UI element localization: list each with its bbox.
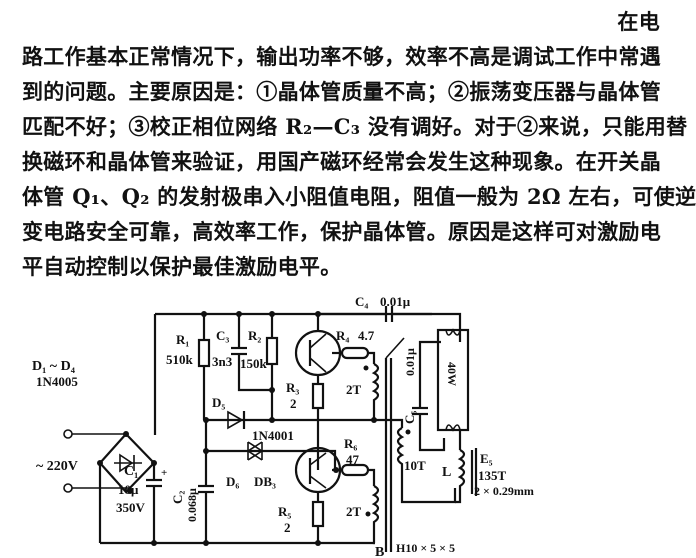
r4-value: 4.7	[358, 328, 375, 343]
r2-value: 150k	[240, 356, 268, 371]
input-voltage-label: ~ 220V	[36, 459, 78, 474]
paragraph-line: 路工作基本正常情况下，输出功率不够，效率不高是调试工作中常遇	[22, 44, 661, 69]
transistor-q2	[294, 446, 342, 502]
core-size: H10 × 5 × 5	[396, 541, 455, 555]
transformer-label: B	[375, 545, 384, 558]
paragraph-line: 变电路安全可靠，高效率工作，保护晶体管。原因是这样可对激励电	[22, 219, 661, 244]
r4-label: R₄	[336, 328, 349, 343]
c2-value: 0.068μ	[185, 488, 199, 522]
paragraph-line: 换磁环和晶体管来验证，用国产磁环经常会发生这种现象。在开关晶	[22, 149, 661, 174]
c1-value: 10μ	[118, 482, 139, 497]
article-paragraph: 在电 路工作基本正常情况下，输出功率不够，效率不高是调试工作中常遇 到的问题。主…	[22, 4, 696, 284]
c1-polarity: +	[161, 467, 167, 479]
c4-label: C₄	[355, 294, 368, 309]
resistor-r4	[340, 346, 376, 364]
r5-value: 2	[284, 520, 291, 535]
rectifier-label: D₁ ~ D₄	[32, 359, 76, 374]
r6-value: 47	[346, 452, 360, 467]
inductor-turns: 135T	[478, 468, 507, 483]
inductor-name: E₅	[480, 451, 493, 466]
winding-primary-turns: 10T	[404, 458, 426, 473]
r1-value: 510k	[166, 352, 194, 367]
ac-input	[63, 429, 130, 493]
r1-label: R₁	[176, 332, 189, 347]
c2-label: C₂	[170, 491, 185, 504]
capacitor-c5	[412, 340, 446, 452]
inductor-label: L	[442, 465, 451, 480]
rectifier-part: 1N4005	[36, 374, 78, 389]
circuit-diagram: ~ 220V D₁ ~ D₄ 1N4005 + C₁ 10μ 350V 0.06…	[32, 294, 534, 558]
r2-label: R₂	[248, 328, 261, 343]
c5-label: C₅	[402, 411, 417, 424]
resistor-r1	[197, 311, 211, 420]
lamp-rating: 40W	[445, 362, 459, 386]
inductor-l	[455, 430, 478, 504]
resistor-r2	[265, 311, 279, 420]
c1-label: C₁	[124, 464, 138, 479]
d5-label: D₅	[212, 395, 225, 410]
paragraph-line: 在电	[617, 9, 660, 34]
d5-part: 1N4001	[252, 428, 294, 443]
r3-label: R₃	[286, 380, 299, 395]
transistor-q1	[294, 311, 342, 384]
capacitor-c1	[146, 463, 162, 546]
c5-value: 0.01μ	[403, 348, 417, 376]
c3-value: 3n3	[212, 354, 233, 369]
inductor-wire: 2 × 0.29mm	[474, 484, 534, 498]
transformer-core	[384, 337, 405, 552]
c3-label: C₃	[216, 328, 229, 343]
diode-d5	[227, 410, 246, 430]
c4-value: 0.01μ	[380, 294, 411, 309]
winding-primary	[374, 418, 457, 504]
paragraph-line: 到的问题。主要原因是：①晶体管质量不高；②振荡变压器与晶体管	[22, 79, 661, 104]
resistor-r6	[340, 463, 376, 486]
resistor-r5	[311, 500, 325, 546]
r3-value: 2	[290, 396, 297, 411]
winding-bottom	[365, 485, 380, 545]
c1-rating: 350V	[116, 500, 146, 515]
capacitor-c2	[198, 417, 214, 546]
capacitor-c3	[231, 311, 272, 392]
winding-top-turns: 2T	[346, 382, 362, 397]
d6-label: D₆	[226, 474, 239, 489]
winding-bottom-turns: 2T	[346, 504, 362, 519]
r5-label: R₅	[278, 504, 291, 519]
d6-part: DB₃	[254, 474, 276, 489]
diac-d6	[246, 441, 264, 461]
fluorescent-lamp	[436, 328, 470, 432]
paragraph-line: 体管 Q₁、Q₂ 的发射极串入小阻值电阻，阻值一般为 2Ω 左右，可使逆	[22, 184, 696, 209]
winding-top	[363, 363, 380, 423]
paragraph-line: 匹配不好；③校正相位网络 R₂—C₃ 没有调好。对于②来说，只能用替	[22, 114, 688, 139]
r6-label: R₆	[344, 436, 357, 451]
paragraph-line: 平自动控制以保护最佳激励电平。	[22, 254, 342, 279]
